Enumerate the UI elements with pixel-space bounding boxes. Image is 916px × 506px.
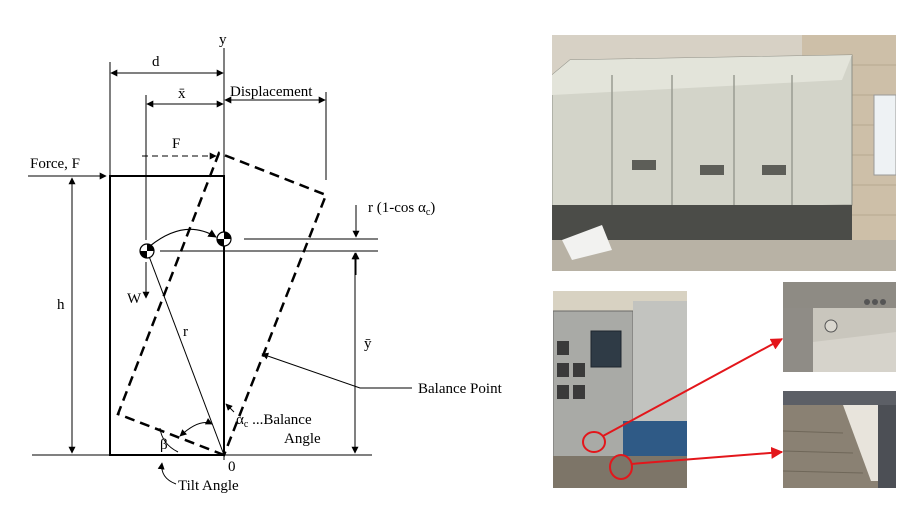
concrete-base-detail-photo — [783, 391, 896, 488]
y-axis-label: y — [219, 32, 227, 48]
d-label: d — [152, 54, 160, 70]
tilted-block — [116, 151, 328, 457]
anchor-bolt-detail-photo — [783, 282, 896, 372]
cg-symbol-original — [139, 243, 155, 259]
w-label: W — [127, 291, 142, 307]
f-small-label: F — [172, 136, 180, 152]
h-label: h — [57, 297, 65, 313]
balance-angle-label: Angle — [284, 431, 321, 447]
switchgear-panel-photo — [553, 291, 687, 488]
xbar-label: x̄ — [178, 86, 186, 102]
beta-arc — [179, 418, 213, 437]
balance-point-leader — [261, 352, 412, 389]
rcos-label: r (1-cos αc) — [368, 200, 435, 218]
cg-arc-path — [149, 228, 217, 247]
tilt-angle-leader — [157, 462, 177, 485]
alpha-label: αc ...Balance — [236, 412, 312, 430]
origin-label: 0 — [228, 459, 236, 475]
tilt-diagram: y d x̄ Displacement F Force, F r (1-cos … — [28, 32, 503, 494]
ybar-label: ȳ — [364, 336, 372, 352]
tilt-angle-label: Tilt Angle — [178, 478, 239, 494]
original-block — [109, 175, 225, 456]
force-label: Force, F — [30, 156, 80, 172]
displacement-label: Displacement — [230, 84, 313, 100]
r-label: r — [183, 324, 188, 340]
tilt-arc — [159, 427, 179, 453]
cg-symbol-displaced — [216, 231, 232, 247]
cabinet-row-photo — [552, 35, 896, 271]
balance-point-label: Balance Point — [418, 381, 503, 397]
alpha-leader — [225, 403, 235, 413]
radius-line — [146, 250, 225, 456]
beta-label: β — [160, 437, 168, 453]
